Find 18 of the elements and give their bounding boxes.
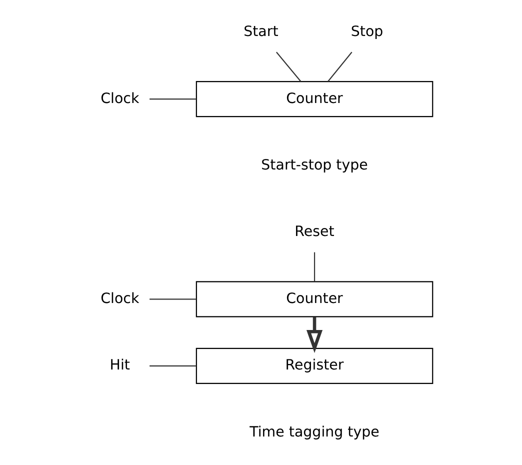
node-text: Clock — [100, 90, 139, 107]
node-box: Register — [195, 348, 433, 384]
node-text: Stop — [350, 24, 383, 40]
connector — [327, 52, 352, 82]
node-text: Start — [243, 24, 278, 40]
node-text: Hit — [109, 358, 130, 374]
node-box: Counter — [195, 281, 433, 318]
node-text: Clock — [100, 290, 139, 307]
label: Start-stop type — [260, 158, 368, 174]
connector — [149, 98, 196, 100]
connector — [149, 365, 196, 366]
label: Time tagging type — [249, 424, 379, 440]
connector — [276, 52, 301, 82]
connector — [313, 252, 315, 282]
arrow — [306, 316, 322, 353]
node-box: Counter — [195, 81, 433, 118]
node-text: Reset — [294, 224, 334, 240]
connector — [149, 298, 196, 300]
